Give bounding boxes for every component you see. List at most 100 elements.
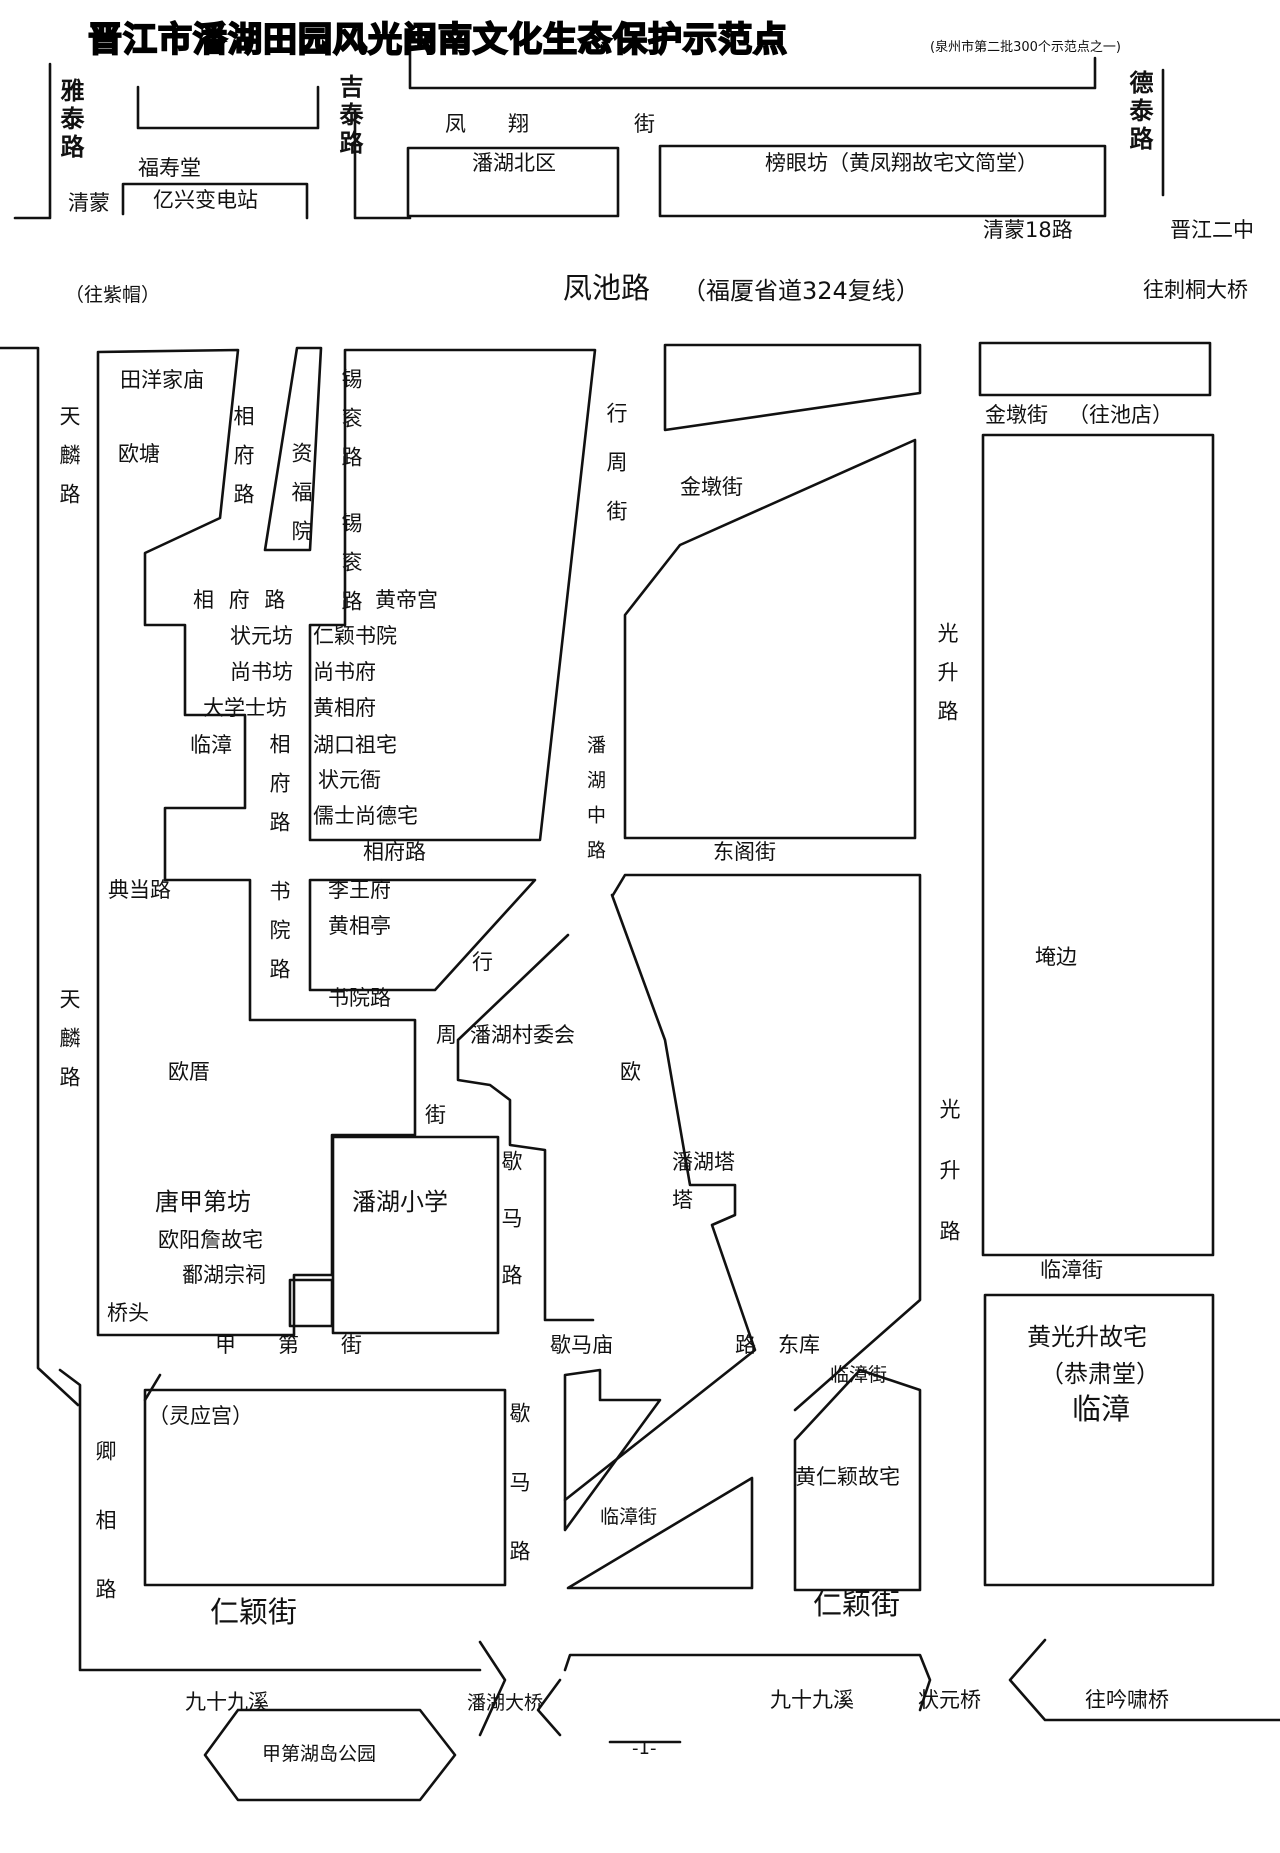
label-jiadi-island-park: 甲第湖岛公园 [262,1743,377,1765]
huangrenying-block [793,1368,922,1592]
block-liwangfu [308,878,537,992]
label-fengchi-road: 凤池路 [563,271,651,305]
block-jindun-a [663,343,922,432]
river-bank-1 [478,1640,507,1737]
label-zhuangyuan-heng: 状元衙 [318,768,381,792]
label-zifu-yuan: 资福院 [289,442,313,559]
label-tianyang-temple: 田洋家庙 [120,368,204,392]
label-xiangfu-road-h2: 相府路 [363,840,426,864]
label-xigun-road-1: 锡衮路 [339,368,363,485]
block-village [456,933,595,1322]
label-pagoda-ta: 塔 [672,1188,693,1212]
label-huang-renying: 黄仁颖故宅 [795,1465,900,1489]
label-xiangfu-road-h: 相 府 路 [193,588,290,612]
label-tianlin-road-2: 天麟路 [57,988,81,1105]
label-shuyuan-road-v: 书院路 [267,880,291,997]
yixing-box [121,182,309,220]
lingying-block [143,1388,507,1587]
map-subtitle: (泉州市第二批300个示范点之一) [930,40,1121,55]
label-detai-road: 德泰路 [1125,70,1153,154]
map-title: 晋江市潘湖田园风光闽南文化生态保护示范点 [87,19,788,61]
label-xiangfu-road-v2: 相府路 [267,733,291,850]
label-dongge-street: 东阁街 [713,840,776,864]
yanbian-block [981,433,1215,1257]
label-daxueshi-fang: 大学士坊 [203,696,287,720]
label-linzhang-1: 临漳 [190,733,232,757]
left-outer-road [0,346,80,1407]
label-jiadi-street: 甲 第 街 [215,1333,362,1357]
label-qingxiang-road: 卿相路 [93,1440,117,1647]
block-huangdi [308,348,597,842]
label-xiangfu-road-v1: 相府路 [231,405,255,522]
panhu-primary-block [331,1135,500,1335]
label-panhu-village: 潘湖村委会 [470,1023,575,1047]
label-yixing-substation: 亿兴变电站 [153,188,258,212]
label-gema-road-1: 歇马路 [499,1150,523,1321]
label-xingzhou-2b: 周 [436,1023,457,1047]
fushoutang-edge [353,108,412,220]
label-to-citong-bridge: 往刺桐大桥 [1143,278,1248,302]
label-huang-xiangfu: 黄相府 [313,696,376,720]
label-to-yinxiao-bridge: 往吟啸桥 [1085,1688,1169,1712]
label-panhu-clan-hall: 鄱湖宗祠 [182,1263,266,1287]
label-ou-road-a: 欧 [620,1060,641,1084]
label-linzhang-street-2: 临漳街 [830,1364,888,1386]
label-fushoutang: 福寿堂 [138,156,201,180]
linzhang-wedge [566,1476,754,1590]
jiadi-gate [288,1278,334,1328]
label-xingzhou-street-1: 行周街 [604,402,628,549]
label-huang-xiangting: 黄相亭 [328,914,391,938]
label-yatai-road: 雅泰路 [56,78,84,162]
label-gema-temple: 歇马庙 [550,1333,613,1357]
label-shangshu-fang: 尚书坊 [230,660,293,684]
panhu-north-block [406,146,620,218]
label-xingzhou-2c: 街 [425,1103,446,1127]
label-hukou-ancestral: 湖口祖宅 [313,733,397,757]
block-pagoda [563,893,757,1502]
label-li-wangfu: 李王府 [328,878,391,902]
label-jiushijiu-xi-2: 九十九溪 [770,1688,854,1712]
block-tianyang [96,348,417,1337]
label-to-chidian: （往池店） [1068,403,1173,427]
label-panhu-north: 潘湖北区 [472,151,556,175]
label-to-ziman: （往紫帽） [65,284,161,306]
label-jinjiang-no2: 晋江二中 [1170,218,1254,242]
label-jiushijiu-xi-1: 九十九溪 [185,1690,269,1714]
jindun-top-block [978,341,1212,397]
huangguangsheng-block [983,1293,1215,1587]
block-jindun-b [623,438,917,840]
label-fengchi-road-sub: （福厦省道324复线） [682,277,920,305]
river-bank-2 [536,1678,562,1737]
label-panhu-middle-road: 潘湖中路 [584,735,606,875]
label-renying-street-1: 仁颖街 [210,1595,298,1629]
park-outline [203,1708,457,1802]
label-donku: 东库 [778,1333,820,1357]
river-bank-4 [1008,1638,1280,1722]
zifu-strip [263,346,323,552]
label-rushi-shangde: 儒士尚德宅 [313,804,418,828]
lingying-notch [143,1373,162,1402]
label-zhuangyuan-bridge: 状元桥 [918,1688,981,1712]
label-ou-road-b: 路 [735,1333,756,1357]
label-shangshu-fu: 尚书府 [313,660,376,684]
label-renying-academy: 仁颖书院 [313,624,397,648]
qingxiang-road [58,1368,482,1672]
label-renying-street-2: 仁颖街 [813,1587,901,1621]
label-yanbian: 埯边 [1035,945,1077,969]
label-jindun-street-2: 金墩街 [985,403,1048,427]
label-qingmeng-18: 清蒙18路 [983,218,1073,242]
label-diandang-road: 典当路 [108,878,171,902]
label-jitai-road: 吉泰路 [335,74,363,158]
label-bangyanfang: 榜眼坊（黄凤翔故宅文简堂） [765,151,1038,175]
label-panhu-pagoda: 潘湖塔 [672,1150,735,1174]
label-gongsu-tang: （恭肃堂） [1040,1360,1160,1388]
label-guangsheng-road-2: 光升路 [937,1098,961,1281]
label-gema-road-2: 歇马路 [507,1402,531,1609]
label-qingmeng: 清蒙 [68,191,110,215]
label-huangdi-palace: 黄帝宫 [375,588,438,612]
label-ouyang-zhan: 欧阳詹故宅 [158,1228,263,1252]
label-linzhang-street-1: 临漳街 [1040,1258,1103,1282]
page-number: -1- [632,1738,657,1759]
label-ouzhu: 欧厝 [168,1060,210,1084]
